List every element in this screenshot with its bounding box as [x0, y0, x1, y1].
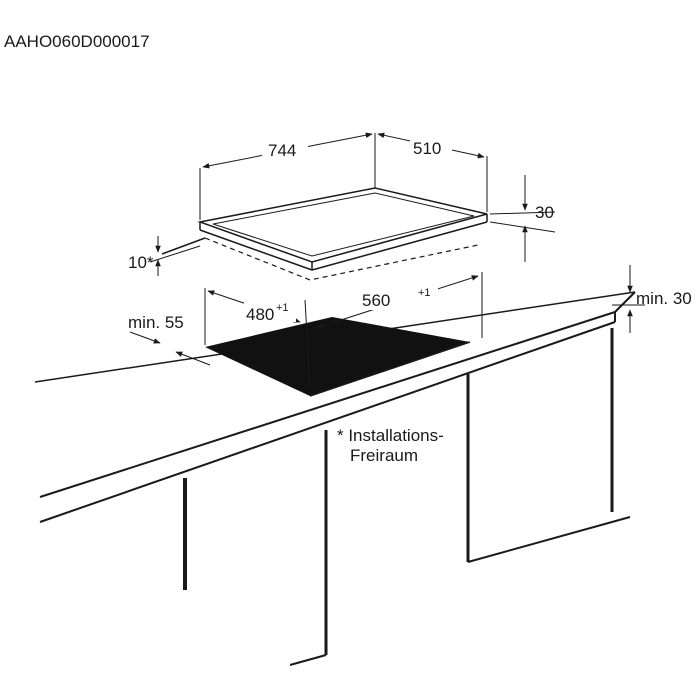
dimension-cutout-depth: 480 +1	[204, 288, 311, 389]
dimension-min-below: min. 30	[612, 265, 692, 333]
depth-label: 510	[413, 139, 441, 158]
cutout-width-label: 560	[362, 291, 390, 310]
hob	[161, 187, 488, 281]
cabinet	[183, 328, 631, 666]
cutout-depth-label: 480	[246, 305, 274, 324]
height-label: 30	[535, 203, 554, 222]
dimension-frame: 10*	[128, 236, 201, 276]
dimension-depth: 510	[377, 132, 488, 212]
installation-note: * Installations- Freiraum	[337, 426, 444, 465]
cutout-depth-tolerance: +1	[276, 302, 289, 314]
dimension-min-front: min. 55	[128, 313, 211, 366]
product-code: AAHO060D000017	[4, 32, 150, 51]
dimension-width: 744	[199, 132, 376, 220]
frame-label: 10*	[128, 253, 154, 272]
note-line-1: * Installations-	[337, 426, 444, 445]
min-below-label: min. 30	[636, 289, 692, 308]
width-label: 744	[268, 141, 296, 160]
dimension-cutout-width: 560 +1	[315, 272, 483, 338]
min-front-label: min. 55	[128, 313, 184, 332]
cutout	[205, 317, 471, 397]
note-line-2: Freiraum	[350, 446, 418, 465]
dimension-height: 30	[489, 175, 556, 262]
cutout-width-tolerance: +1	[418, 287, 431, 299]
